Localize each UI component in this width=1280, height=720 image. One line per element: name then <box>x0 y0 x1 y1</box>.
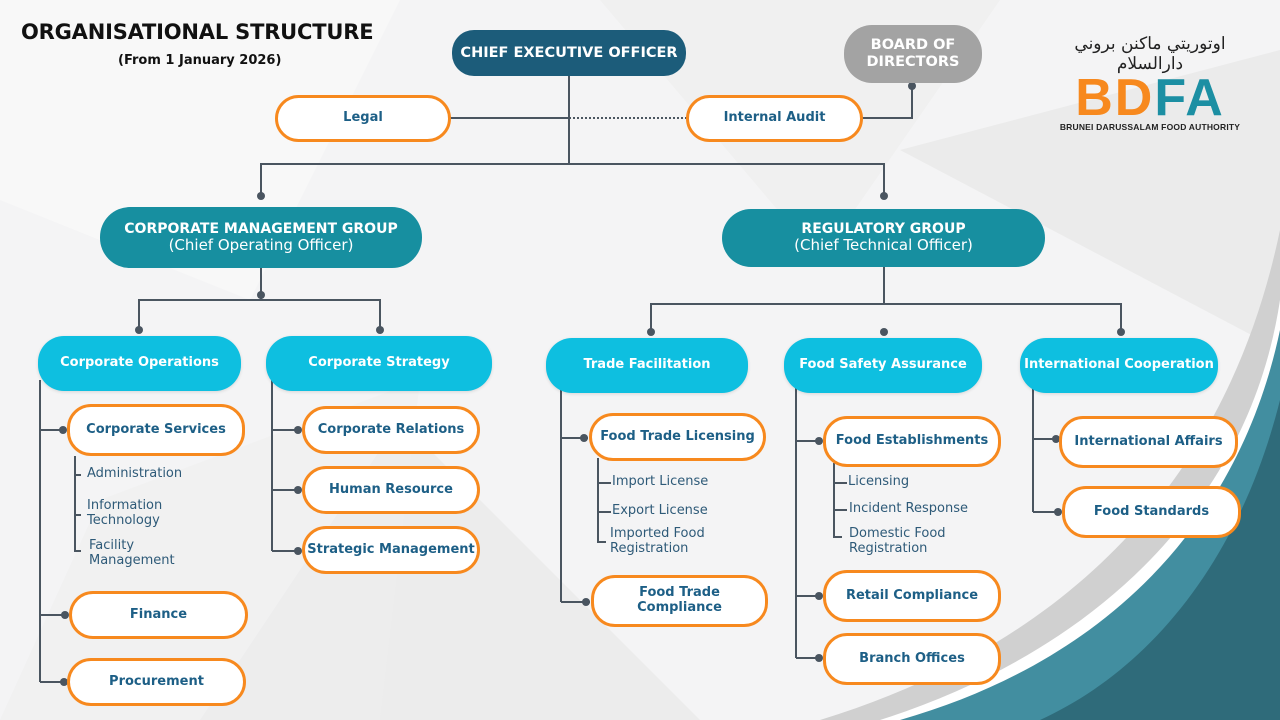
corporate-management-group-node[interactable]: CORPORATE MANAGEMENT GROUP (Chief Operat… <box>100 207 422 268</box>
board-of-directors-node[interactable]: BOARD OF DIRECTORS <box>844 25 982 83</box>
subunit-information-technology: Information Technology <box>87 498 163 528</box>
logo-arabic-text: اوتوريتي ماكنن بروني دارالسلام <box>1074 34 1226 74</box>
subunit-imported-food-registration: Imported Food Registration <box>610 526 705 556</box>
regulatory-group-node[interactable]: REGULATORY GROUP (Chief Technical Office… <box>722 209 1045 267</box>
logo-full-name: BRUNEI DARUSSALAM FOOD AUTHORITY <box>1059 122 1241 132</box>
logo-mark-bd: BD <box>1075 69 1155 127</box>
subunit-administration: Administration <box>87 466 183 481</box>
unit-food-standards[interactable]: Food Standards <box>1062 486 1241 538</box>
unit-international-affairs[interactable]: International Affairs <box>1059 416 1238 468</box>
unit-food-establishments[interactable]: Food Establishments <box>823 416 1001 467</box>
unit-food-trade-compliance[interactable]: Food Trade Compliance <box>591 575 768 627</box>
unit-procurement[interactable]: Procurement <box>67 658 246 706</box>
division-trade-facilitation[interactable]: Trade Facilitation <box>546 338 748 393</box>
unit-corporate-services[interactable]: Corporate Services <box>67 404 245 456</box>
subunit-import-license: Import License <box>612 474 709 489</box>
group-head: (Chief Operating Officer) <box>168 235 354 254</box>
subunit-export-license: Export License <box>612 503 708 518</box>
division-international-cooperation[interactable]: International Cooperation <box>1020 338 1218 393</box>
group-head: (Chief Technical Officer) <box>794 236 973 255</box>
group-title: CORPORATE MANAGEMENT GROUP <box>124 220 398 237</box>
internal-audit-node[interactable]: Internal Audit <box>686 95 863 142</box>
unit-retail-compliance[interactable]: Retail Compliance <box>823 570 1001 622</box>
bdfa-logo: اوتوريتي ماكنن بروني دارالسلام BDFA BRUN… <box>1040 34 1260 132</box>
page-title: ORGANISATIONAL STRUCTURE <box>21 20 374 44</box>
division-corporate-operations[interactable]: Corporate Operations <box>38 336 241 391</box>
subunit-incident-response: Incident Response <box>849 501 968 516</box>
unit-branch-offices[interactable]: Branch Offices <box>823 633 1001 685</box>
group-title: REGULATORY GROUP <box>801 221 966 238</box>
unit-corporate-relations[interactable]: Corporate Relations <box>302 406 480 454</box>
subunit-facility-management: Facility Management <box>89 538 175 568</box>
subunit-domestic-food-registration: Domestic Food Registration <box>849 526 946 556</box>
ceo-node[interactable]: CHIEF EXECUTIVE OFFICER <box>452 30 686 76</box>
subunit-licensing: Licensing <box>848 474 910 489</box>
division-corporate-strategy[interactable]: Corporate Strategy <box>266 336 492 391</box>
unit-human-resource[interactable]: Human Resource <box>302 466 480 514</box>
division-food-safety-assurance[interactable]: Food Safety Assurance <box>784 338 982 393</box>
logo-mark-fa: FA <box>1154 69 1225 127</box>
unit-strategic-management[interactable]: Strategic Management <box>302 526 480 574</box>
unit-food-trade-licensing[interactable]: Food Trade Licensing <box>589 413 766 461</box>
unit-finance[interactable]: Finance <box>69 591 248 639</box>
legal-node[interactable]: Legal <box>275 95 451 142</box>
page-subtitle: (From 1 January 2026) <box>118 53 282 68</box>
logo-mark: BDFA <box>1040 72 1260 124</box>
